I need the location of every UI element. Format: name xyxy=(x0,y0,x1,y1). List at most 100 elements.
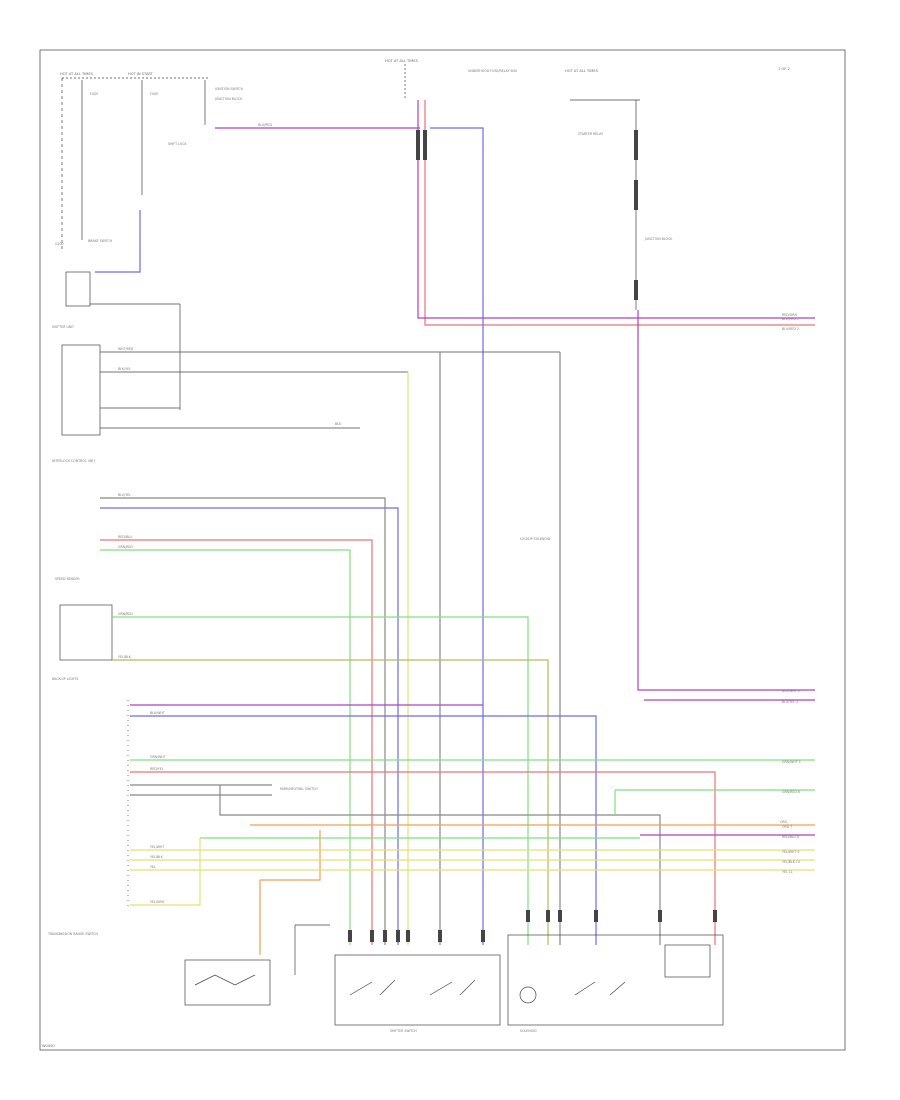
bottom-left-switch-box xyxy=(184,959,271,1006)
wl-grn-red-2: GRN/RED xyxy=(118,612,133,616)
shifter-switch-2 xyxy=(429,979,476,996)
wl-org: ORG xyxy=(780,820,788,824)
right-ref: YEL/BLK 10 xyxy=(782,860,800,864)
solenoid-coil xyxy=(519,986,537,1004)
right-ref: ORG 7 xyxy=(782,825,792,829)
top-center-section: HOT AT ALL TIMES UNDERHOOD FUSE/RELAY BO… xyxy=(385,59,518,100)
wl-yel-blk-2: YEL/BLK xyxy=(118,655,132,659)
wl-blu-wht: BLU/WHT xyxy=(150,711,165,715)
label-park-neutral: PARK/NEUTRAL SWITCH xyxy=(280,787,318,791)
wire-blue-interlock xyxy=(100,507,399,945)
wire-purple-main xyxy=(417,100,815,319)
wire-green-speed xyxy=(112,616,529,945)
solenoid-relay-box xyxy=(664,944,711,978)
connector-mark xyxy=(416,130,420,160)
wl-red-yel: RED/YEL xyxy=(150,767,164,771)
label-junction-block: JUNCTION BLOCK xyxy=(214,97,243,101)
label-solenoid-bottom: SOLENOID xyxy=(520,1029,537,1033)
corner-note: 1 OF 2 xyxy=(778,67,790,71)
wire-blue-long xyxy=(430,127,484,945)
label-shifter-unit: SHIFTER UNIT xyxy=(52,325,74,329)
label-hot-at-all-times-center: HOT AT ALL TIMES xyxy=(385,59,419,63)
connector-mark xyxy=(481,930,485,942)
connector-mark xyxy=(348,930,352,942)
bottom-left-switch-path xyxy=(194,974,256,986)
wl-blu-red-top: BLU/RED xyxy=(258,123,272,127)
label-fuse-left: FUSE xyxy=(90,92,98,96)
right-ref: YEL/WHT 9 xyxy=(782,850,799,854)
right-ref: BLU/YEL 4 xyxy=(782,700,798,704)
wire-gray-interlock xyxy=(100,497,386,945)
connector-mark xyxy=(526,910,530,922)
label-ignition-switch: IGNITION SWITCH xyxy=(215,87,244,91)
connector-mark xyxy=(383,930,387,942)
label-underhood-wire: BLK xyxy=(335,422,342,426)
brake-switch-box xyxy=(65,271,91,307)
shifter-unit-box xyxy=(61,344,101,436)
label-hot-at-all-times-right: HOT AT ALL TIMES xyxy=(565,69,599,73)
wl-yel-grn: YEL/GRN xyxy=(150,900,164,904)
connector-mark xyxy=(658,910,662,922)
bottom-connector-marks xyxy=(348,130,717,942)
right-ref: YEL 11 xyxy=(782,870,793,874)
wire-blue-mid xyxy=(130,715,597,945)
label-brake-switch: BRAKE SWITCH xyxy=(88,239,113,243)
label-interlock-unit: INTERLOCK CONTROL UNIT xyxy=(52,459,95,463)
wl-red-blu: RED/BLU xyxy=(118,535,133,539)
wl-blk-yel: BLK/YEL xyxy=(118,367,131,371)
solenoid-switch xyxy=(574,981,626,996)
wire-gray-810 xyxy=(219,785,661,945)
wire-green-interlock xyxy=(100,549,351,945)
connector-mark xyxy=(634,180,638,210)
label-hot-in-start: HOT IN START xyxy=(128,72,154,76)
connector-mark xyxy=(558,910,562,922)
label-transmission-range: TRANSMISSION RANGE SWITCH xyxy=(47,932,98,936)
wire-orange-830 xyxy=(259,830,321,955)
connector-mark xyxy=(438,930,442,942)
wl-blu-yel: BLU/YEL xyxy=(118,493,131,497)
wire-yellow-905 xyxy=(130,838,201,906)
solenoid-box xyxy=(507,934,724,1026)
label-shift-lock: SHIFT LOCK xyxy=(168,142,187,146)
wl-yel-wht: YEL/WHT xyxy=(150,845,164,849)
label-shifter-bottom: SHIFTER SWITCH xyxy=(390,1029,417,1033)
wire-red-interlock xyxy=(100,539,373,945)
top-right-section: HOT AT ALL TIMES STARTER RELAY JUNCTION … xyxy=(565,69,673,310)
wl-grn-wht: GRN/WHT xyxy=(150,755,166,759)
connector-mark xyxy=(406,930,410,942)
bottom-switches: SHIFTER SWITCH SOLENOID xyxy=(184,924,724,1033)
connector-mark xyxy=(423,130,427,160)
connector-mark xyxy=(713,910,717,922)
label-junction-right: JUNCTION BLOCK xyxy=(644,237,673,241)
label-fuse-mid: FUSE xyxy=(150,92,158,96)
wl-grn-red: GRN/RED xyxy=(118,545,133,549)
connector-mark xyxy=(370,930,374,942)
right-refs: BLU/RED 1 BLU/RED 2 BLU/WHT 3 BLU/YEL 4 … xyxy=(782,317,801,874)
right-ref: BLU/WHT 3 xyxy=(782,689,800,693)
shifter-unit-section: SHIFTER UNIT INTERLOCK CONTROL UNIT xyxy=(52,325,560,463)
label-starter-relay: STARTER RELAY xyxy=(578,132,603,136)
connector-mark xyxy=(634,280,638,300)
right-ref: GRN/RED 6 xyxy=(782,790,800,794)
connector-mark xyxy=(546,910,550,922)
label-speed-sensor: SPEED SENSOR xyxy=(55,577,80,581)
speed-sensor-box xyxy=(59,604,113,661)
wl-yel-blk: YEL/BLK xyxy=(150,855,164,859)
label-hot-at-all-times-left: HOT AT ALL TIMES xyxy=(60,72,94,76)
connector-mark xyxy=(594,910,598,922)
wl-wht-red: WHT/RED xyxy=(118,347,134,351)
label-backup-lights: BACK-UP LIGHTS xyxy=(52,677,78,681)
wire-red-772 xyxy=(130,771,716,945)
wire-blue-short xyxy=(95,210,141,273)
right-ref: GRN/WHT 5 xyxy=(782,760,801,764)
right-ref: BLU/RED 1 xyxy=(782,317,799,321)
shifter-switch-1 xyxy=(349,979,396,996)
speed-sensor-section: SPEED SENSOR BACK-UP LIGHTS xyxy=(52,577,113,681)
shifter-switches-box xyxy=(334,954,501,1026)
footer-note: W0000 xyxy=(42,1044,55,1048)
wire-red-main xyxy=(424,100,815,326)
connector-mark xyxy=(396,930,400,942)
label-underhood-relay: UNDERHOOD FUSE/RELAY BOX xyxy=(468,69,518,73)
label-ground: G200 xyxy=(55,242,64,246)
